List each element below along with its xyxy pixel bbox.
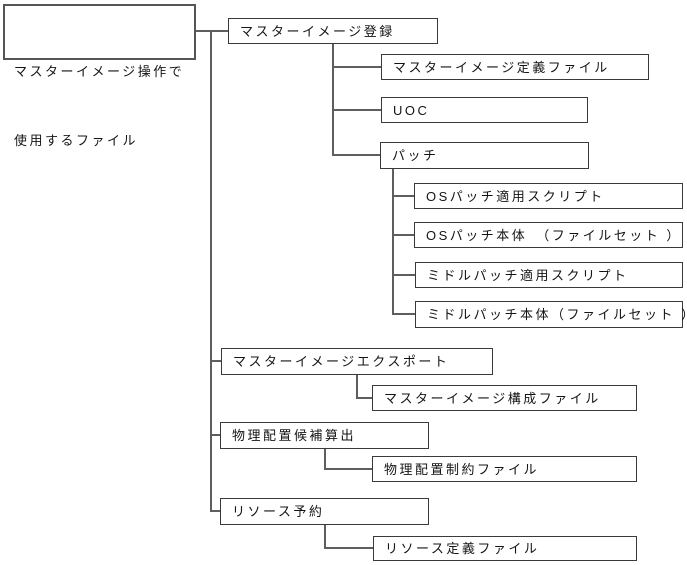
node-label-line1: マスターイメージ操作で — [14, 64, 185, 79]
connector-patch-trunk — [392, 169, 394, 315]
connector-root-stub — [196, 30, 212, 32]
connector-placement-calc-trunk — [324, 449, 326, 470]
connector-branch-patch — [332, 154, 380, 156]
node-patch: パッチ — [380, 142, 589, 169]
node-physical-placement-candidate-calc: 物理配置候補算出 — [220, 422, 429, 449]
connector-branch-uoc — [332, 109, 381, 111]
node-master-image-operation-files: マスターイメージ操作で 使用するファイル — [3, 4, 196, 148]
connector-main-trunk — [210, 30, 212, 512]
node-middle-patch-body-fileset: ミドルパッチ本体（ファイルセット ） — [415, 301, 687, 328]
connector-export-trunk — [356, 375, 358, 399]
connector-branch-resource-definition-file — [324, 547, 373, 549]
node-os-patch-apply-script: OSパッチ適用スクリプト — [414, 183, 683, 209]
node-uoc: UOC — [381, 97, 588, 123]
node-master-image-export: マスターイメージエクスポート — [221, 348, 493, 375]
connector-branch-os-patch-script — [392, 195, 414, 197]
node-resource-reservation: リソース予約 — [220, 498, 429, 525]
connector-branch-export — [210, 360, 221, 362]
node-physical-placement-constraint-file: 物理配置制約ファイル — [372, 456, 637, 482]
connector-branch-resource-reservation — [210, 510, 220, 512]
node-os-patch-body-fileset: OSパッチ本体 （ファイルセット ） — [414, 222, 683, 248]
connector-branch-definition-file — [332, 66, 381, 68]
connector-branch-middle-patch-script — [392, 274, 415, 276]
connector-registration-trunk — [332, 44, 334, 156]
node-middle-patch-apply-script: ミドルパッチ適用スクリプト — [415, 262, 683, 288]
node-master-image-registration: マスターイメージ登録 — [228, 18, 438, 44]
connector-branch-os-patch-body — [392, 234, 414, 236]
node-master-image-definition-file: マスターイメージ定義ファイル — [381, 54, 649, 80]
connector-resource-reservation-trunk — [324, 525, 326, 549]
connector-branch-placement-calc — [210, 434, 220, 436]
node-master-image-config-file: マスターイメージ構成ファイル — [372, 385, 637, 411]
connector-branch-registration — [210, 30, 228, 32]
connector-branch-config-file — [356, 397, 372, 399]
node-resource-definition-file: リソース定義ファイル — [373, 536, 637, 561]
connector-branch-middle-patch-body — [392, 313, 415, 315]
connector-branch-constraint-file — [324, 468, 372, 470]
node-label-line2: 使用するファイル — [14, 133, 139, 148]
